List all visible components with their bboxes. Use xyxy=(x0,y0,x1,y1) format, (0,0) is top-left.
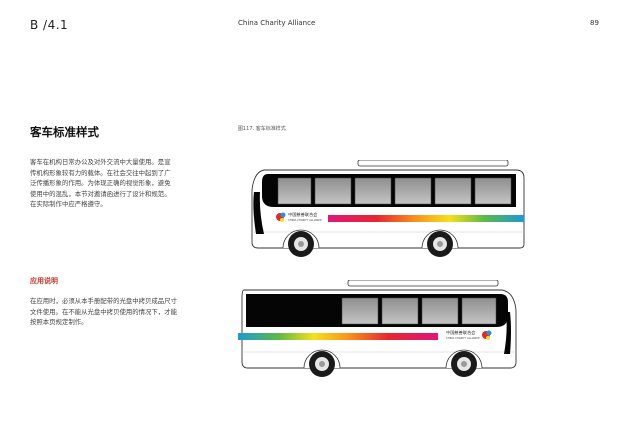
figure-caption: 图117. 客车标准样式 xyxy=(238,126,286,132)
section-title: 客车标准样式 xyxy=(30,125,99,139)
front-wheel xyxy=(445,349,483,377)
rear-wheel xyxy=(303,349,341,377)
rainbow-stripe xyxy=(328,215,524,222)
bus-illustration-right-facing: 中国慈善联合会 CHINA CHARITY ALLIANCE xyxy=(238,280,517,377)
windshield xyxy=(504,312,511,354)
windshield xyxy=(253,192,264,234)
usage-body-text: 在应用时，必须从本手册配带的光盘中拷贝成品尺寸文件使用。在不能从光盘中拷贝使用的… xyxy=(30,297,177,327)
section-body-text: 客车在机构日常办公及对外交流中大量使用。是宣传机构形象较有力的载体。在社会交往中… xyxy=(30,158,171,209)
rear-wheel xyxy=(421,229,459,257)
bus-logo: 中国慈善联合会 CHINA CHARITY ALLIANCE xyxy=(276,211,322,222)
bus-logo: 中国慈善联合会 CHINA CHARITY ALLIANCE xyxy=(446,329,492,340)
page-number: 89 xyxy=(590,19,599,27)
rainbow-stripe xyxy=(238,333,438,340)
bus-illustration-left-facing: 中国慈善联合会 CHINA CHARITY ALLIANCE xyxy=(251,160,525,257)
usage-title: 应用说明 xyxy=(30,277,58,285)
logo-name-en: CHINA CHARITY ALLIANCE xyxy=(288,218,322,222)
front-wheel xyxy=(282,229,320,257)
logo-name-cn: 中国慈善联合会 xyxy=(446,329,476,336)
logo-name-en: CHINA CHARITY ALLIANCE xyxy=(446,336,480,340)
side-windows xyxy=(277,177,512,205)
header-title: China Charity Alliance xyxy=(238,19,316,27)
side-windows xyxy=(341,297,497,325)
logo-name-cn: 中国慈善联合会 xyxy=(288,211,318,218)
section-code: B /4.1 xyxy=(30,18,69,32)
